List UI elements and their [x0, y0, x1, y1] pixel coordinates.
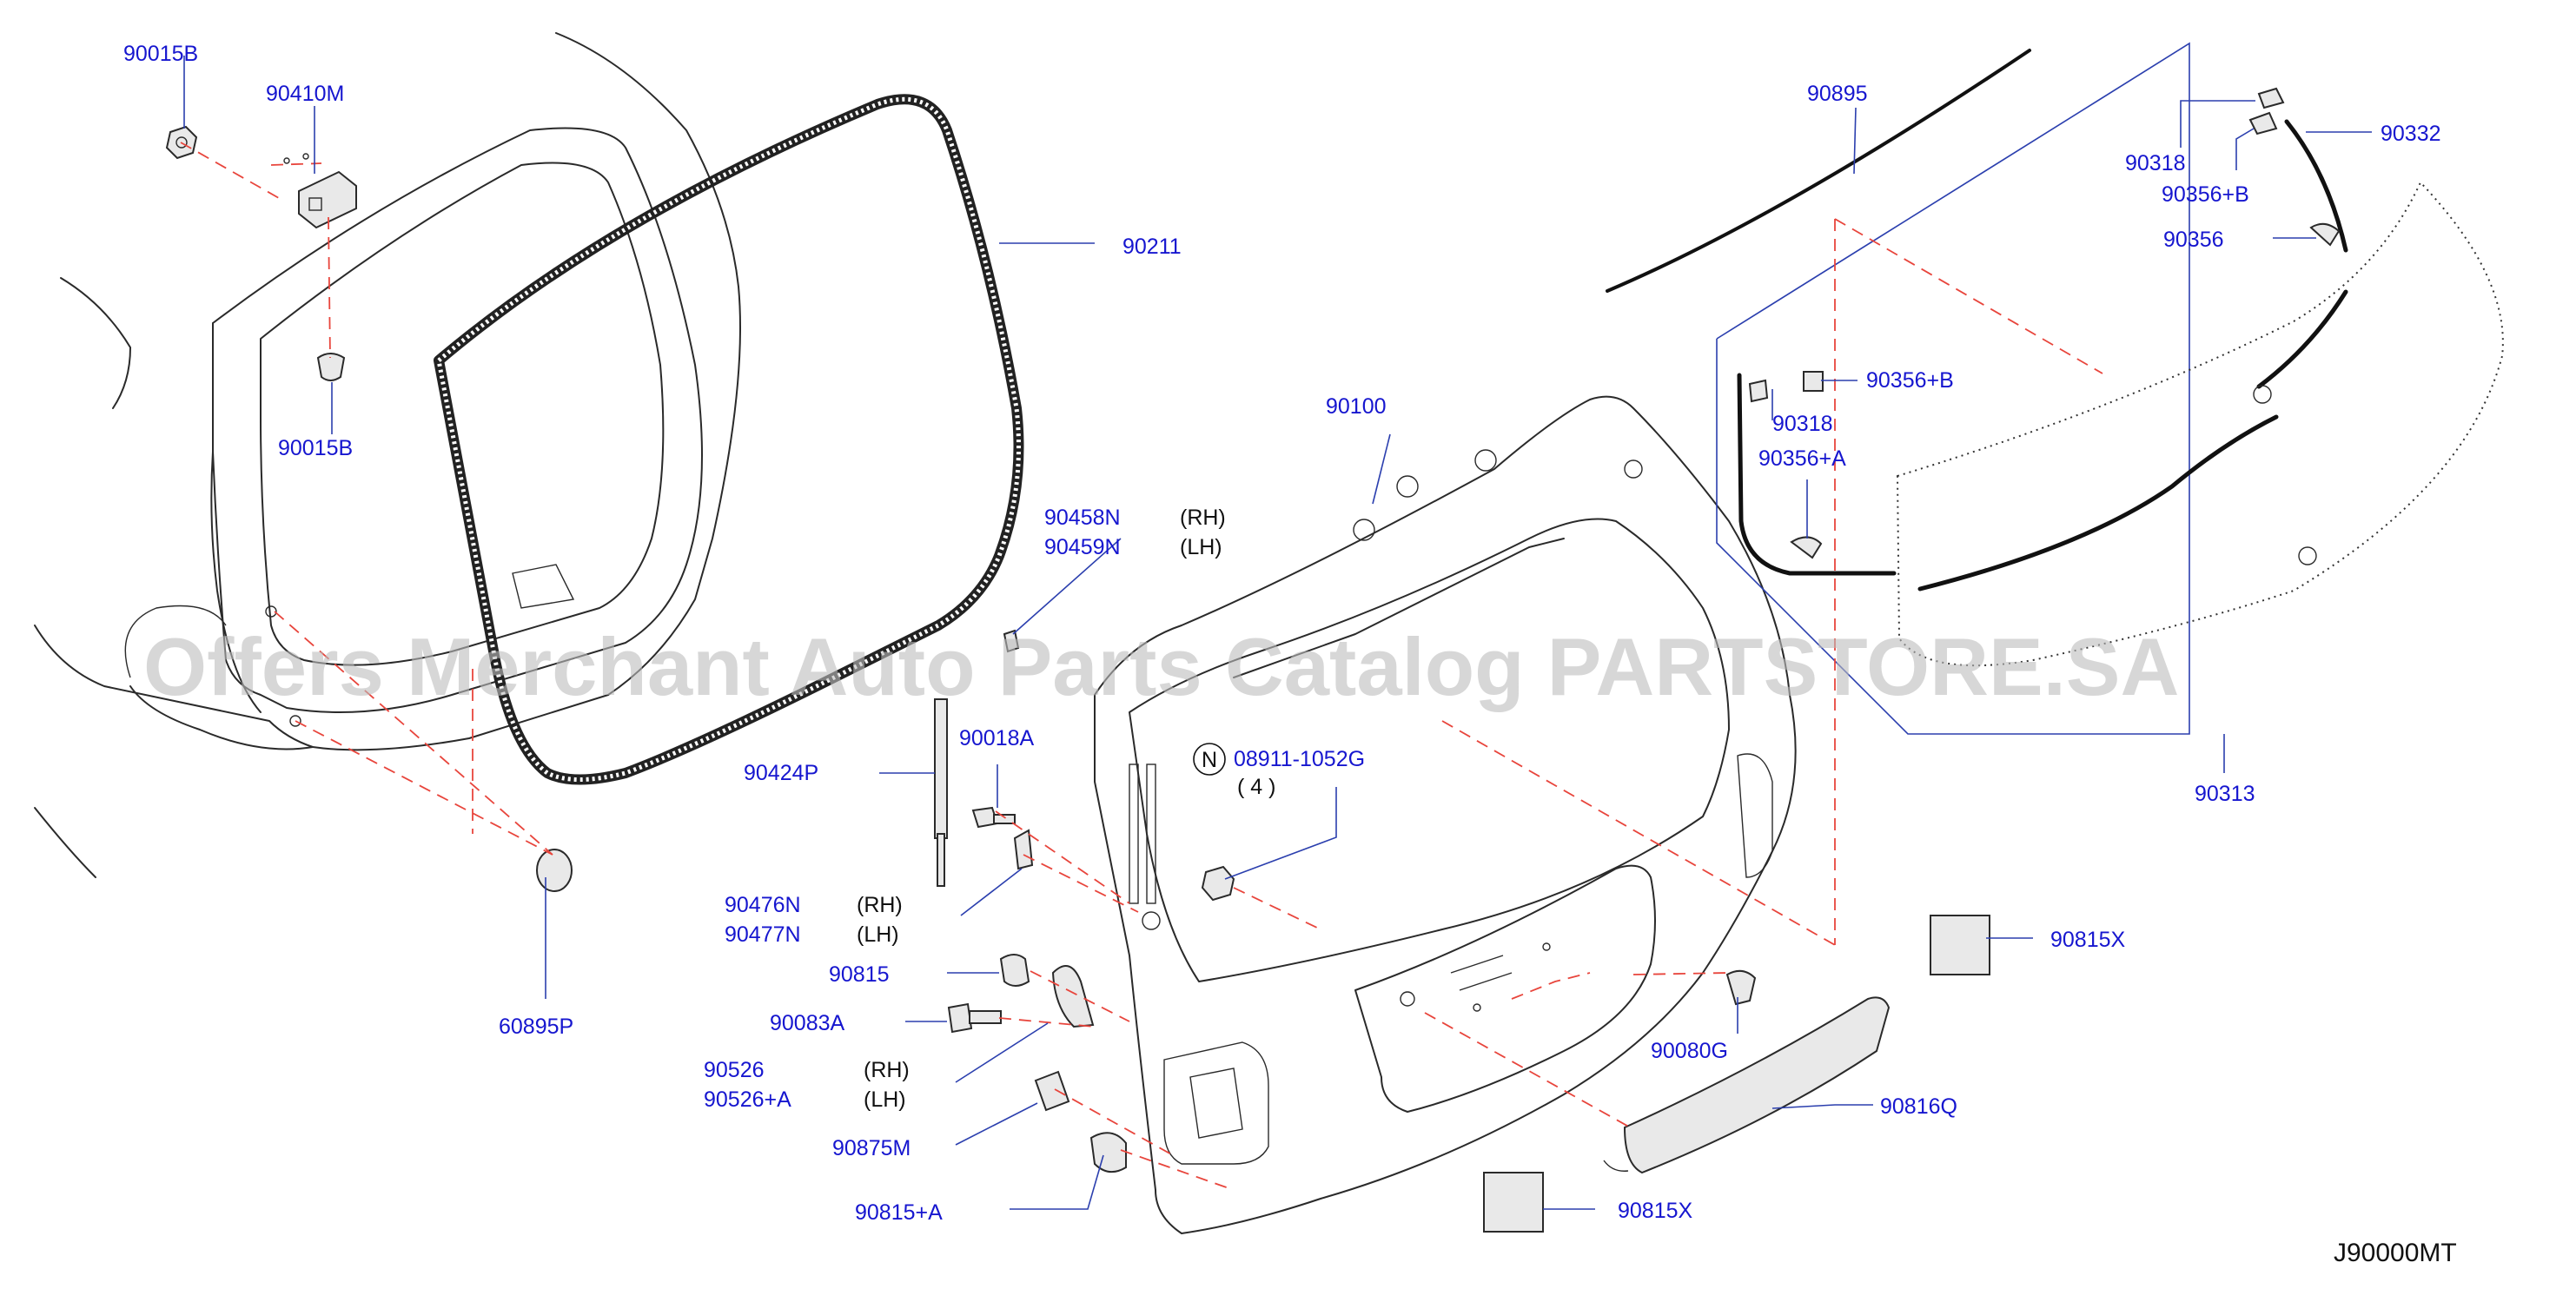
callout-90313[interactable]: 90313 [2195, 782, 2255, 806]
callout-90526[interactable]: 90526 [704, 1058, 765, 1082]
callout-labels: 90015B 90410M 90015B 90211 90458N (RH) 9… [123, 42, 2457, 1267]
callout-90477N-side: (LH) [857, 922, 899, 947]
callout-90211[interactable]: 90211 [1122, 235, 1182, 259]
callout-90526A[interactable]: 90526+A [704, 1087, 791, 1112]
back-door-panel-90100 [1094, 395, 1797, 1234]
callout-08911-qty: ( 4 ) [1237, 775, 1275, 799]
callout-90526-side: (RH) [864, 1058, 910, 1082]
callout-90080G[interactable]: 90080G [1651, 1039, 1728, 1063]
callout-90459N-side: (LH) [1180, 535, 1222, 559]
callout-90815A[interactable]: 90815+A [855, 1200, 943, 1225]
callout-90410M[interactable]: 90410M [266, 82, 344, 106]
callout-90459N[interactable]: 90459N [1044, 535, 1121, 559]
callout-90356[interactable]: 90356 [2163, 228, 2224, 252]
leader-lines [183, 56, 2372, 1210]
callout-90458N[interactable]: 90458N [1044, 506, 1121, 530]
callout-90815X-right[interactable]: 90815X [2050, 928, 2126, 952]
callout-90015B-top[interactable]: 90015B [123, 42, 198, 66]
callout-90815X-bottom[interactable]: 90815X [1618, 1199, 1693, 1223]
note-badge-circle [1193, 743, 1226, 776]
callout-90100[interactable]: 90100 [1326, 394, 1387, 419]
callout-90356B-left[interactable]: 90356+B [1866, 368, 1954, 393]
callout-90318-left[interactable]: 90318 [1772, 412, 1833, 436]
callout-90816Q[interactable]: 90816Q [1880, 1094, 1957, 1119]
body-opening-illustration [34, 32, 741, 878]
callout-08911-1052G[interactable]: 08911-1052G [1234, 747, 1365, 771]
callout-90477N[interactable]: 90477N [725, 922, 801, 947]
note-badge-letter: N [1202, 748, 1217, 772]
callout-90332[interactable]: 90332 [2381, 122, 2441, 146]
callout-90815[interactable]: 90815 [829, 962, 890, 987]
callout-90083A[interactable]: 90083A [770, 1011, 845, 1035]
assembly-lines [180, 142, 2103, 1191]
callout-90526A-side: (LH) [864, 1087, 906, 1112]
watermark-text: Offers Merchant Auto Parts Catalog PARTS… [143, 621, 2179, 712]
callout-90895[interactable]: 90895 [1807, 82, 1868, 106]
callout-90356B-top[interactable]: 90356+B [2162, 182, 2249, 207]
callout-90018A[interactable]: 90018A [959, 726, 1035, 750]
diagram-code: J90000MT [2334, 1239, 2457, 1267]
callout-90424P[interactable]: 90424P [744, 761, 818, 785]
callout-90875M[interactable]: 90875M [832, 1136, 911, 1160]
glass-group-90313 [1606, 42, 2504, 735]
callout-90318-top[interactable]: 90318 [2125, 151, 2186, 175]
callout-90476N[interactable]: 90476N [725, 893, 801, 917]
weatherstrip-seal-90211 [434, 94, 1024, 785]
callout-90458N-side: (RH) [1180, 506, 1226, 530]
small-parts [165, 125, 1990, 1233]
callout-60895P[interactable]: 60895P [499, 1015, 573, 1039]
callout-90356A[interactable]: 90356+A [1758, 446, 1846, 471]
callout-90015B-bottom[interactable]: 90015B [278, 436, 353, 460]
callout-90476N-side: (RH) [857, 893, 903, 917]
